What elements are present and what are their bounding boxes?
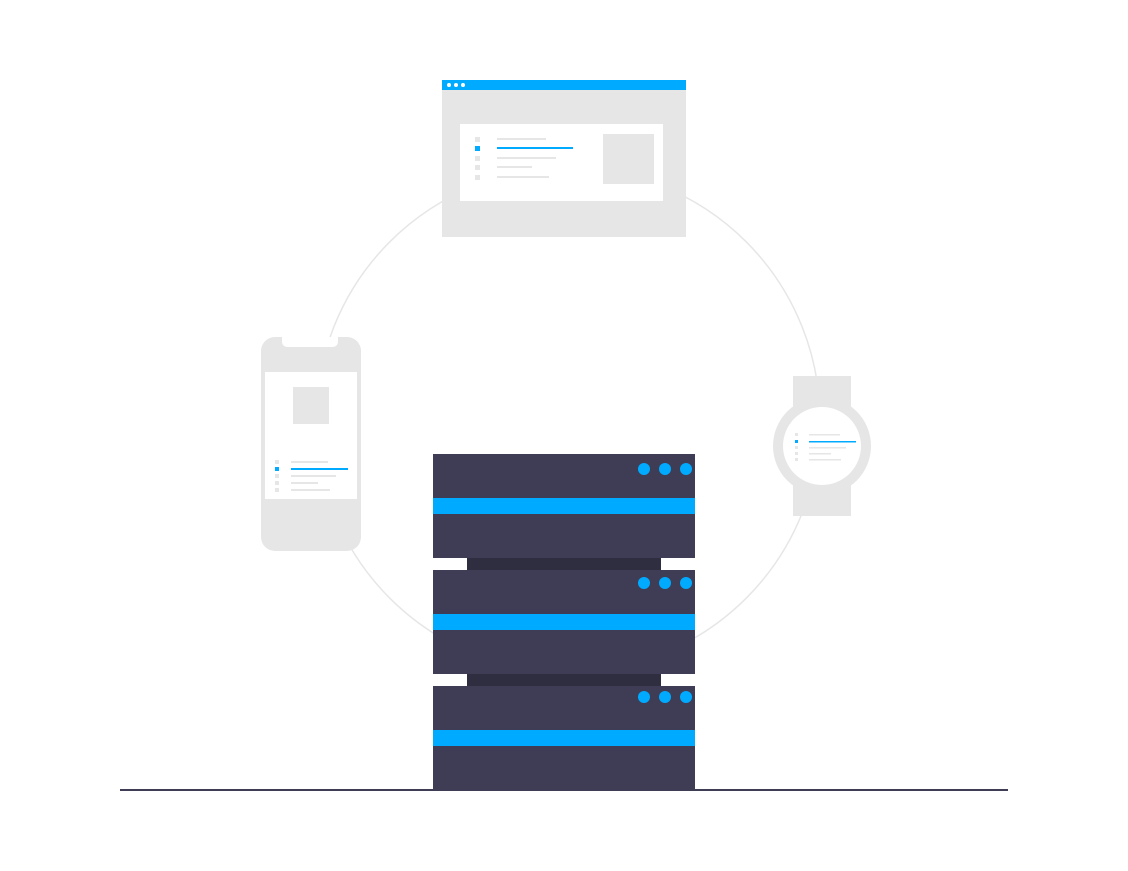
server-unit-3-light-1: [638, 691, 650, 703]
watch-line-5: [809, 459, 841, 461]
watch-line-3: [809, 447, 846, 449]
watch-bullet-5: [795, 458, 798, 461]
browser-line-1: [497, 138, 546, 140]
watch-bullet-4: [795, 452, 798, 455]
watch-face: [783, 407, 861, 485]
server-connector-2: [467, 673, 661, 687]
browser-bullet-2: [475, 146, 480, 151]
server-unit-3: [433, 686, 695, 790]
server-unit-2-light-3: [680, 577, 692, 589]
phone-list: [275, 460, 348, 492]
server-unit-1: [433, 454, 695, 558]
browser-window-icon: [442, 80, 686, 237]
browser-bullet-3: [475, 156, 480, 161]
phone-line-2: [291, 468, 348, 470]
browser-line-3: [497, 157, 556, 159]
phone-bullet-2: [275, 467, 279, 471]
browser-bullet-1: [475, 137, 480, 142]
browser-dot-2: [454, 83, 458, 87]
watch-bullet-3: [795, 446, 798, 449]
phone-line-3: [291, 475, 336, 477]
server-unit-1-light-2: [659, 463, 671, 475]
smartwatch-icon: [773, 376, 871, 516]
server-connector-1: [467, 557, 661, 571]
browser-bullet-4: [475, 165, 480, 170]
phone-notch: [282, 337, 338, 347]
watch-line-2: [809, 441, 856, 443]
phone-bullet-3: [275, 474, 279, 478]
server-unit-1-stripe: [433, 498, 695, 514]
watch-line-1: [809, 434, 840, 436]
server-unit-3-stripe: [433, 730, 695, 746]
phone-line-1: [291, 461, 328, 463]
phone-line-5: [291, 489, 330, 491]
server-unit-3-light-2: [659, 691, 671, 703]
server-unit-2-light-2: [659, 577, 671, 589]
watch-list: [795, 433, 856, 461]
browser-line-4: [497, 166, 532, 168]
phone-bullet-5: [275, 488, 279, 492]
browser-dot-1: [447, 83, 451, 87]
browser-list: [475, 137, 573, 180]
server-unit-1-light-1: [638, 463, 650, 475]
watch-line-4: [809, 453, 831, 455]
server-stack-icon: [433, 454, 695, 790]
phone-bullet-4: [275, 481, 279, 485]
phone-image-placeholder: [293, 387, 329, 424]
phone-line-4: [291, 482, 318, 484]
server-unit-1-light-3: [680, 463, 692, 475]
browser-bullet-5: [475, 175, 480, 180]
browser-dot-3: [461, 83, 465, 87]
server-unit-3-light-3: [680, 691, 692, 703]
server-unit-2-stripe: [433, 614, 695, 630]
browser-line-2: [497, 147, 573, 149]
watch-bullet-1: [795, 433, 798, 436]
mobile-phone-icon: [261, 337, 361, 551]
phone-bullet-1: [275, 460, 279, 464]
server-unit-2-light-1: [638, 577, 650, 589]
server-unit-2: [433, 570, 695, 674]
watch-bullet-2: [795, 440, 798, 443]
browser-image-placeholder: [603, 134, 654, 184]
browser-line-5: [497, 176, 549, 178]
browser-titlebar: [442, 80, 686, 90]
